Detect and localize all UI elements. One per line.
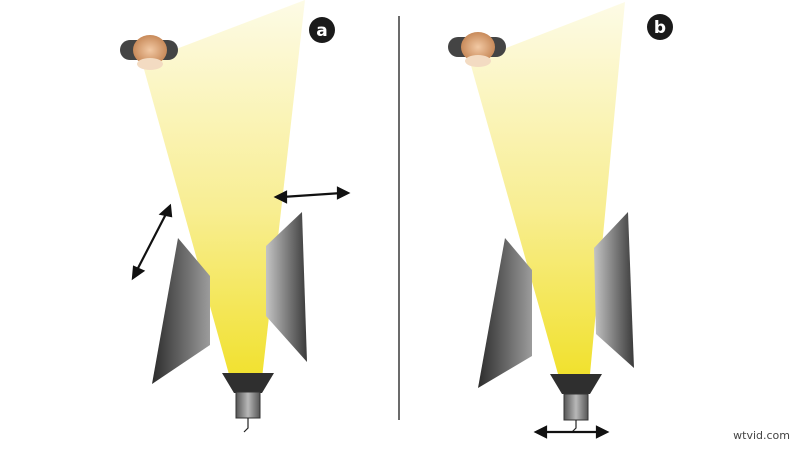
flag-left-a [152,238,210,384]
watermark: wtvid.com [733,429,790,442]
lamp-a [222,373,274,433]
flag-left-b [478,238,532,388]
horizontal-arrow-icon [273,186,351,204]
subject-head-a [120,35,178,70]
svg-text:b: b [654,18,666,38]
flag-right-b [594,212,634,368]
lamp-b [550,374,602,433]
diagonal-arrow-icon [131,203,173,281]
light-beam-a [142,0,305,378]
panel-b: b [448,2,673,439]
subject-head-b [448,32,506,67]
panel-a-badge: a [309,17,335,43]
lamp-move-arrow-icon [533,425,610,439]
flag-right-a [266,212,307,362]
panel-a: a [120,0,351,433]
svg-text:a: a [316,21,327,41]
panel-b-badge: b [647,14,673,40]
light-beam-b [470,2,625,374]
